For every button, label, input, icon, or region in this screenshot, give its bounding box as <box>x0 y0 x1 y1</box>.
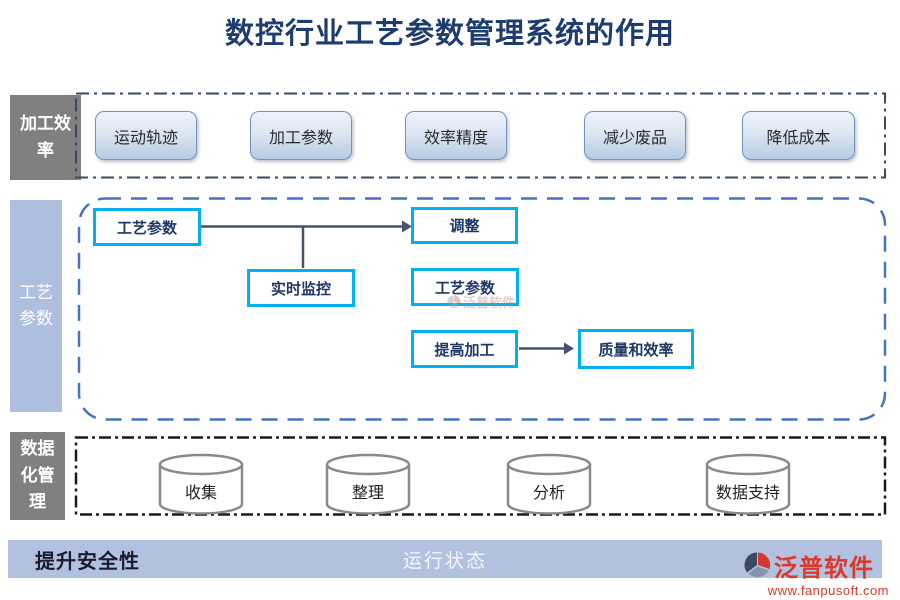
brand-logo: 泛普软件 www.fanpusoft.com <box>744 548 889 598</box>
efficiency-item-machining-params: 加工参数 <box>250 111 352 160</box>
flow-node-process-params-1: 工艺参数 <box>93 208 201 246</box>
cylinder-label: 收集 <box>184 485 217 502</box>
page-title: 数控行业工艺参数管理系统的作用 <box>224 18 675 50</box>
flow-node-improve-machining: 提高加工 <box>411 330 518 368</box>
arrow-param-to-adjust <box>201 220 412 233</box>
brand-name: 泛普软件 <box>774 555 874 582</box>
footer-running-status-label: 运行状态 <box>402 550 487 572</box>
cylinder-data-support: 数据支持 <box>704 453 792 517</box>
footer-bar: 提升安全性 运行状态 <box>8 540 882 578</box>
cylinder-label: 整理 <box>351 485 384 502</box>
efficiency-item-reduce-waste: 减少废品 <box>584 111 686 160</box>
efficiency-item-lower-cost: 降低成本 <box>742 111 855 160</box>
cylinder-label: 数据支持 <box>715 485 780 502</box>
rail-process-label: 工艺参数 <box>10 200 62 412</box>
cylinder-collect: 收集 <box>157 453 245 517</box>
efficiency-item-precision: 效率精度 <box>405 111 507 160</box>
flow-node-quality-efficiency: 质量和效率 <box>578 329 694 369</box>
brand-url: www.fanpusoft.com <box>767 583 889 598</box>
arrow-improve-to-quality <box>519 342 574 355</box>
flow-node-process-params-2: 工艺参数 <box>411 268 519 306</box>
cylinder-organize: 整理 <box>324 453 412 517</box>
flow-node-adjust: 调整 <box>411 207 518 244</box>
flow-node-realtime-monitor: 实时监控 <box>247 269 355 307</box>
efficiency-item-motion-track: 运动轨迹 <box>95 111 197 160</box>
rail-data-mgmt-label: 数据化管理 <box>10 432 65 520</box>
rail-efficiency-label: 加工效率 <box>10 95 81 180</box>
brand-logo-icon <box>744 552 771 578</box>
cylinder-analyze: 分析 <box>505 453 593 517</box>
cylinder-label: 分析 <box>532 485 565 502</box>
footer-safety-label: 提升安全性 <box>35 550 140 573</box>
